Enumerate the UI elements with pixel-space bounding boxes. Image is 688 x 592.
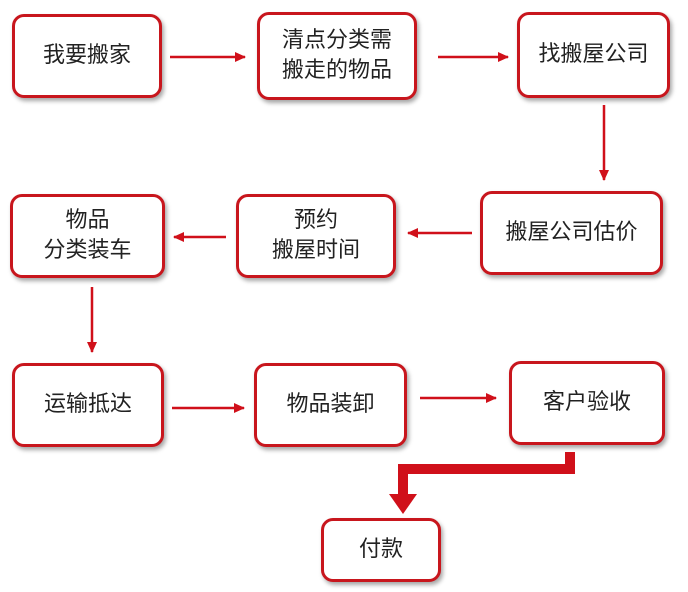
step-want-to-move: 我要搬家 <box>12 14 162 98</box>
step-company-estimate: 搬屋公司估价 <box>480 191 663 275</box>
step-sort-and-load: 物品 分类装车 <box>10 194 165 278</box>
step-unload-items: 物品装卸 <box>254 363 407 447</box>
step-customer-acceptance: 客户验收 <box>509 361 665 445</box>
step-schedule-moving-time: 预约 搬屋时间 <box>236 194 396 278</box>
step-find-moving-company: 找搬屋公司 <box>517 12 670 98</box>
step-transport-arrival: 运输抵达 <box>12 363 164 447</box>
arrow-9-to-10 <box>389 452 575 514</box>
step-payment: 付款 <box>321 518 441 582</box>
step-inventory-items: 清点分类需 搬走的物品 <box>257 12 417 100</box>
